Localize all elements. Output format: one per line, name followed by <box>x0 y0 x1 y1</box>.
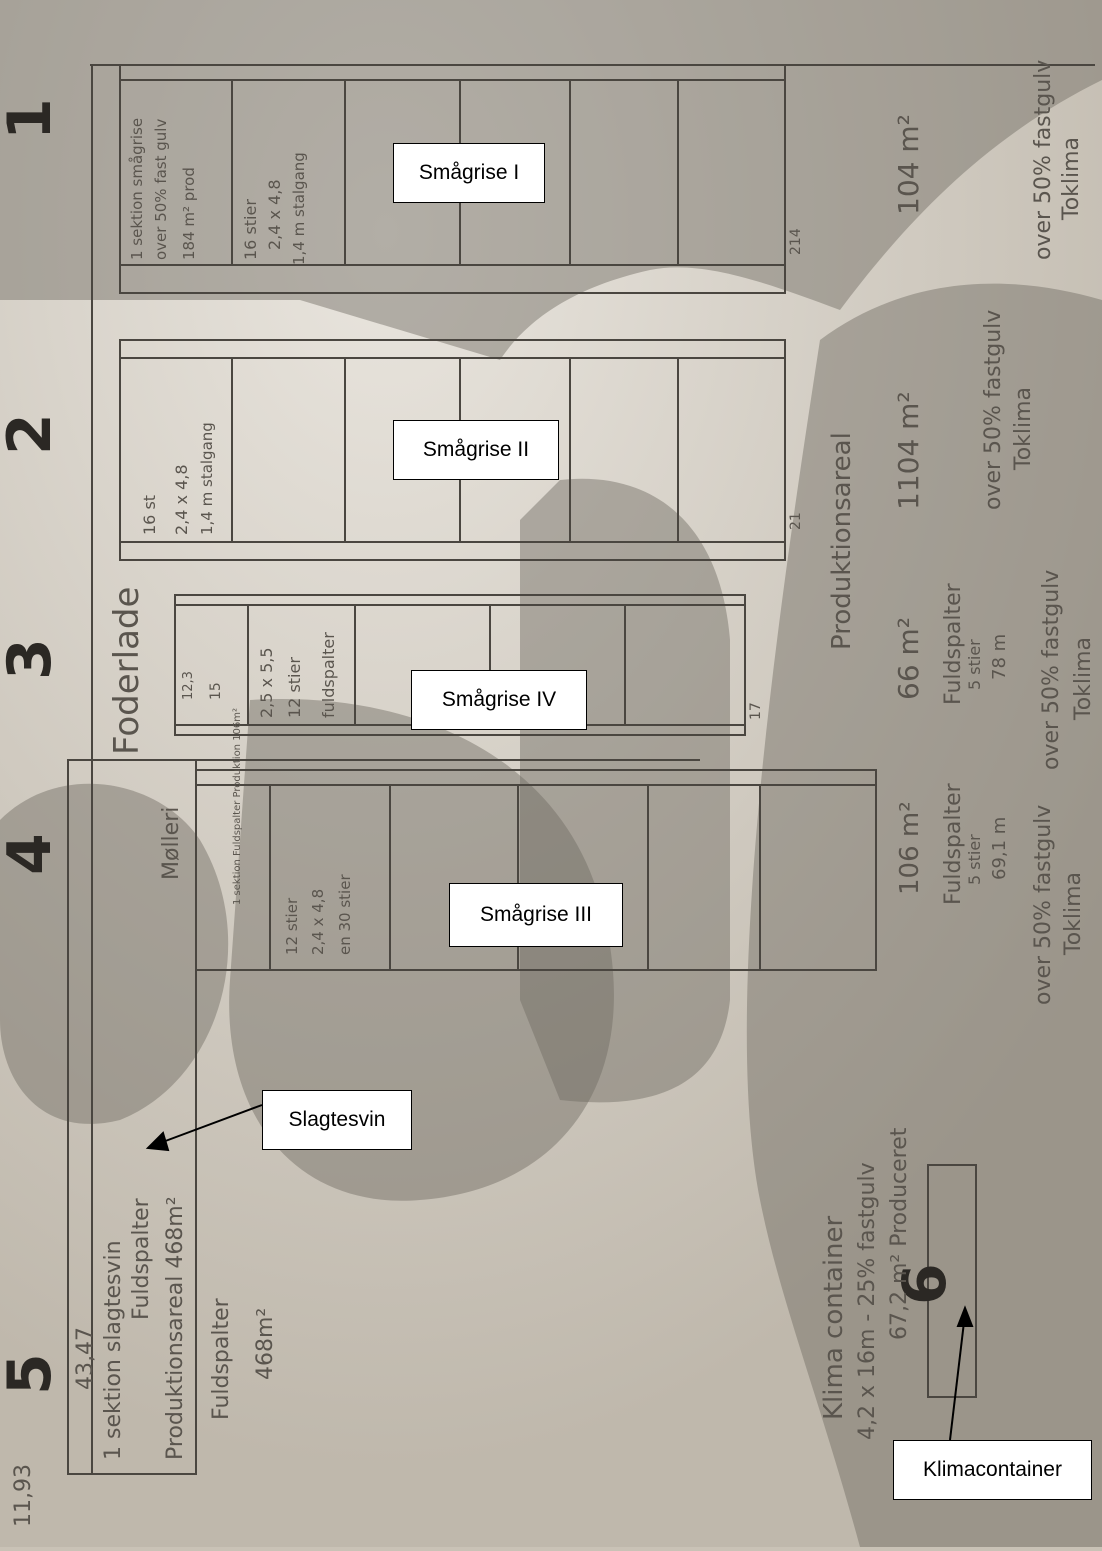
fuldspalter-1c: 78 m <box>989 634 1010 680</box>
building-numbers: 1 2 3 4 5 6 <box>0 98 960 1395</box>
end-label-1: 214 <box>788 228 804 255</box>
area-66: 66 m² <box>892 617 925 700</box>
area-104: 104 m² <box>892 114 925 215</box>
fuldspalter-2b: 5 stier <box>965 834 984 885</box>
b5-text-1: 1 sektion slagtesvin <box>101 1240 126 1460</box>
label-klimacontainer: Klimacontainer <box>893 1440 1092 1500</box>
foderlade-label: Foderlade <box>107 587 147 755</box>
building-2 <box>119 339 786 561</box>
b3-text-3: 2,5 x 5,5 <box>257 647 276 718</box>
b5-text-2: Fuldspalter <box>129 1197 154 1320</box>
end-label-3: 17 <box>748 702 764 720</box>
b3-text-2: 15 <box>208 682 224 700</box>
building-number-5: 5 <box>0 1353 65 1395</box>
end-label-2: 21 <box>788 512 804 530</box>
area-106: 106 m² <box>895 801 925 895</box>
b2-text-3: 1,4 m stalgang <box>198 422 216 535</box>
b3-text-4: 12 stier <box>285 657 304 718</box>
label-smagrise-2: Smågrise II <box>393 420 559 480</box>
b3-text-1: 12,3 <box>181 671 196 700</box>
fuldspalter-2c: 69,1 m <box>989 817 1010 880</box>
label-smagrise-3: Smågrise III <box>449 883 623 947</box>
b5-text-5: 468m² <box>253 1308 278 1380</box>
handwritten-notes: 11,93 43,47 1 sektion slagtesvin Fuldspa… <box>11 60 1096 1527</box>
b4-text-1: 1 sektion Fuldspalter Produktion 106m² <box>232 708 243 905</box>
toklima-2: Toklima <box>1011 387 1036 471</box>
building-3 <box>174 594 746 736</box>
b5-number: 43,47 <box>73 1327 98 1390</box>
b4-text-2: 12 stier <box>283 897 301 955</box>
b3-text-5: fuldspalter <box>319 632 338 718</box>
b1-text-6: 1,4 m stalgang <box>290 152 308 265</box>
over50-1: over 50% fastgulv <box>1031 60 1056 260</box>
molleri-label: Mølleri <box>159 807 184 880</box>
b2-text-1: 16 st <box>140 495 159 535</box>
building-number-1: 1 <box>0 98 65 140</box>
building-number-2: 2 <box>0 413 65 455</box>
fuldspalter-1b: 5 stier <box>965 639 984 690</box>
klima-text-2: 4,2 x 16m - 25% fastgulv <box>855 1162 880 1440</box>
building-6 <box>927 1164 977 1398</box>
b1-text-2: over 50% fast gulv <box>152 119 170 260</box>
toklima-4: Toklima <box>1061 872 1086 956</box>
b5-text-4: Fuldspalter <box>209 1297 234 1420</box>
klima-text-1: Klima container <box>819 1215 849 1420</box>
arrows <box>145 1104 974 1441</box>
area-1104: 1104 m² <box>892 391 925 510</box>
over50-2: over 50% fastgulv <box>981 310 1006 510</box>
b1-text-5: 2,4 x 4,8 <box>265 179 284 250</box>
b4-text-3: 2,4 x 4,8 <box>309 889 327 955</box>
fuldspalter-1: Fuldspalter <box>941 582 966 705</box>
building-number-4: 4 <box>0 833 65 875</box>
over50-4: over 50% fastgulv <box>1031 805 1056 1005</box>
b1-text-1: 1 sektion smågrise <box>128 118 146 260</box>
fuldspalter-2: Fuldspalter <box>941 782 966 905</box>
label-slagtesvin: Slagtesvin <box>262 1090 412 1150</box>
produktionsareal-label: Produktionsareal <box>827 432 857 650</box>
b1-text-4: 16 stier <box>241 199 260 260</box>
klima-text-3: 67,2 m² Produceret <box>887 1127 912 1340</box>
building-number-6: 6 <box>890 1263 960 1305</box>
b4-text-4: en 30 stier <box>336 874 354 955</box>
b1-text-3: 184 m² prod <box>180 167 198 260</box>
toklima-1: Toklima <box>1059 137 1084 221</box>
corner-note: 11,93 <box>11 1464 36 1527</box>
over50-3: over 50% fastgulv <box>1039 570 1064 770</box>
label-smagrise-4: Smågrise IV <box>411 670 587 730</box>
b2-text-2: 2,4 x 4,8 <box>172 464 191 535</box>
label-smagrise-1: Smågrise I <box>393 143 545 203</box>
building-number-3: 3 <box>0 638 65 680</box>
toklima-3: Toklima <box>1071 637 1096 721</box>
b5-text-3: Produktionsareal 468m² <box>163 1196 188 1460</box>
